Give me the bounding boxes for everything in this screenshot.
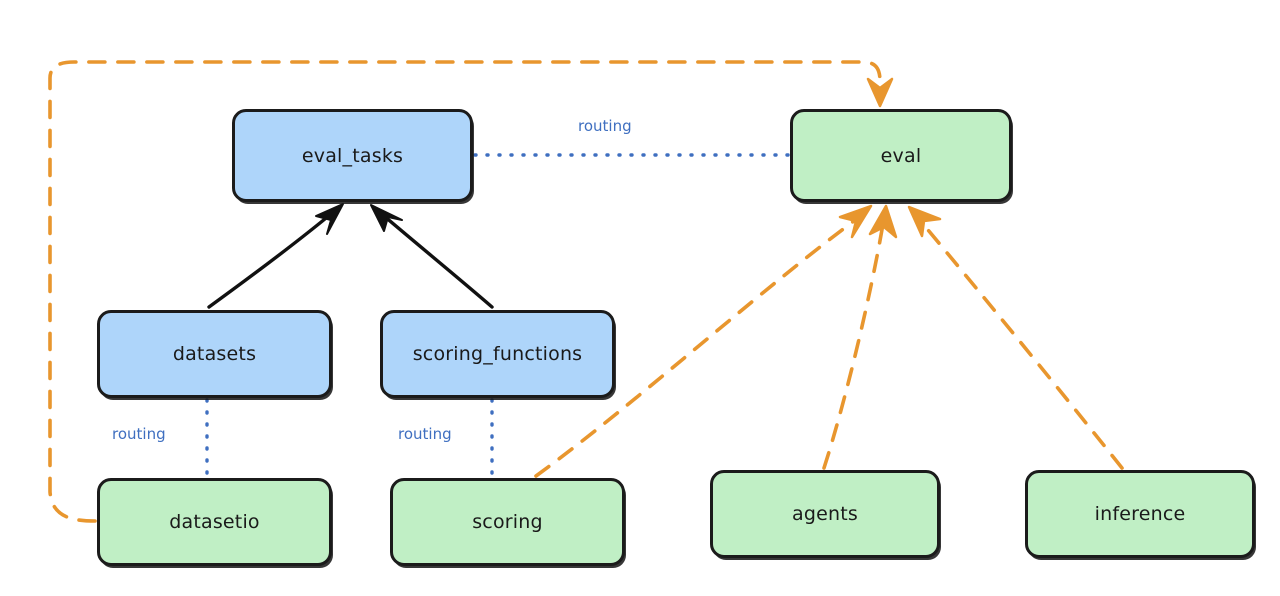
node-scoring[interactable]: scoring (390, 478, 625, 566)
node-eval-tasks[interactable]: eval_tasks (232, 109, 473, 202)
edge-label-routing-datasetio: routing (112, 425, 166, 443)
edge-inference-to-eval (907, 205, 1124, 470)
edge-scoring-functions-to-eval-tasks (370, 204, 494, 309)
node-inference[interactable]: inference (1025, 470, 1255, 558)
node-scoring-label: scoring (472, 511, 543, 533)
edge-agents-to-eval (822, 204, 898, 470)
node-datasets-label: datasets (172, 343, 257, 365)
node-eval[interactable]: eval (790, 109, 1012, 202)
node-inference-label: inference (1094, 503, 1186, 525)
node-datasets[interactable]: datasets (97, 310, 332, 398)
node-datasetio[interactable]: datasetio (97, 478, 332, 566)
node-agents-label: agents (792, 503, 858, 525)
edge-datasets-to-eval-tasks (207, 203, 344, 309)
node-eval-label: eval (880, 144, 922, 167)
node-scoring-functions[interactable]: scoring_functions (380, 310, 615, 398)
node-datasetio-label: datasetio (169, 511, 260, 533)
edge-label-routing-scoring: routing (398, 425, 452, 443)
node-scoring-functions-label: scoring_functions (412, 343, 583, 365)
edge-label-routing-eval: routing (578, 117, 632, 135)
node-eval-tasks-label: eval_tasks (301, 144, 404, 167)
node-agents[interactable]: agents (710, 470, 940, 558)
